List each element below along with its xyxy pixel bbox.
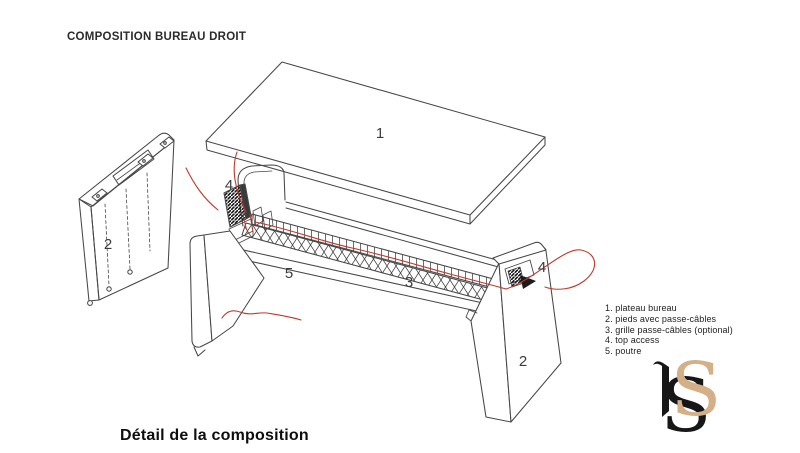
right-leg bbox=[465, 241, 562, 423]
insert-direction-arrow bbox=[520, 275, 536, 289]
label-beam: 5 bbox=[285, 265, 293, 282]
logo-stem bbox=[653, 361, 669, 417]
legend-item-top-access: 4. top access bbox=[605, 335, 660, 346]
logo-s-black: S bbox=[661, 363, 712, 449]
legend-item-pieds: 2. pieds avec passe-câbles bbox=[605, 313, 717, 324]
diagram-caption: Détail de la composition bbox=[120, 427, 309, 444]
left-side-panel-exploded bbox=[78, 132, 175, 306]
label-top-access-left: 4 bbox=[225, 177, 233, 194]
red-curve-top-access-left-a bbox=[185, 167, 219, 211]
label-cable-tray: 3 bbox=[405, 274, 413, 291]
left-leg-attached bbox=[189, 230, 265, 357]
red-wave-under-left-leg bbox=[221, 310, 302, 321]
red-curve-top-access-left-b bbox=[233, 151, 247, 213]
red-ticks bbox=[242, 212, 254, 234]
label-top-access-right: 4 bbox=[538, 259, 546, 276]
red-hook-top-access-right bbox=[505, 249, 596, 290]
part-number-labels: 1 4 2 5 3 4 2 bbox=[104, 125, 546, 370]
label-right-leg: 2 bbox=[519, 353, 527, 370]
legend-item-plateau: 1. plateau bureau bbox=[605, 303, 677, 313]
legend-item-poutre: 5. poutre bbox=[605, 346, 642, 357]
logo-monogram: S S bbox=[653, 347, 721, 449]
red-cable-along-tray bbox=[254, 221, 507, 290]
page-title: COMPOSITION BUREAU DROIT bbox=[67, 31, 247, 43]
label-left-panel: 2 bbox=[104, 236, 112, 253]
label-desk-top: 1 bbox=[376, 125, 384, 142]
red-assembly-arrows bbox=[185, 151, 596, 321]
parts-legend: 1. plateau bureau 2. pieds avec passe-câ… bbox=[605, 303, 733, 357]
desk-top-panel bbox=[205, 61, 546, 225]
legend-item-grille: 3. grille passe-câbles (optional) bbox=[605, 324, 733, 335]
logo-s-tan: S bbox=[671, 347, 722, 433]
